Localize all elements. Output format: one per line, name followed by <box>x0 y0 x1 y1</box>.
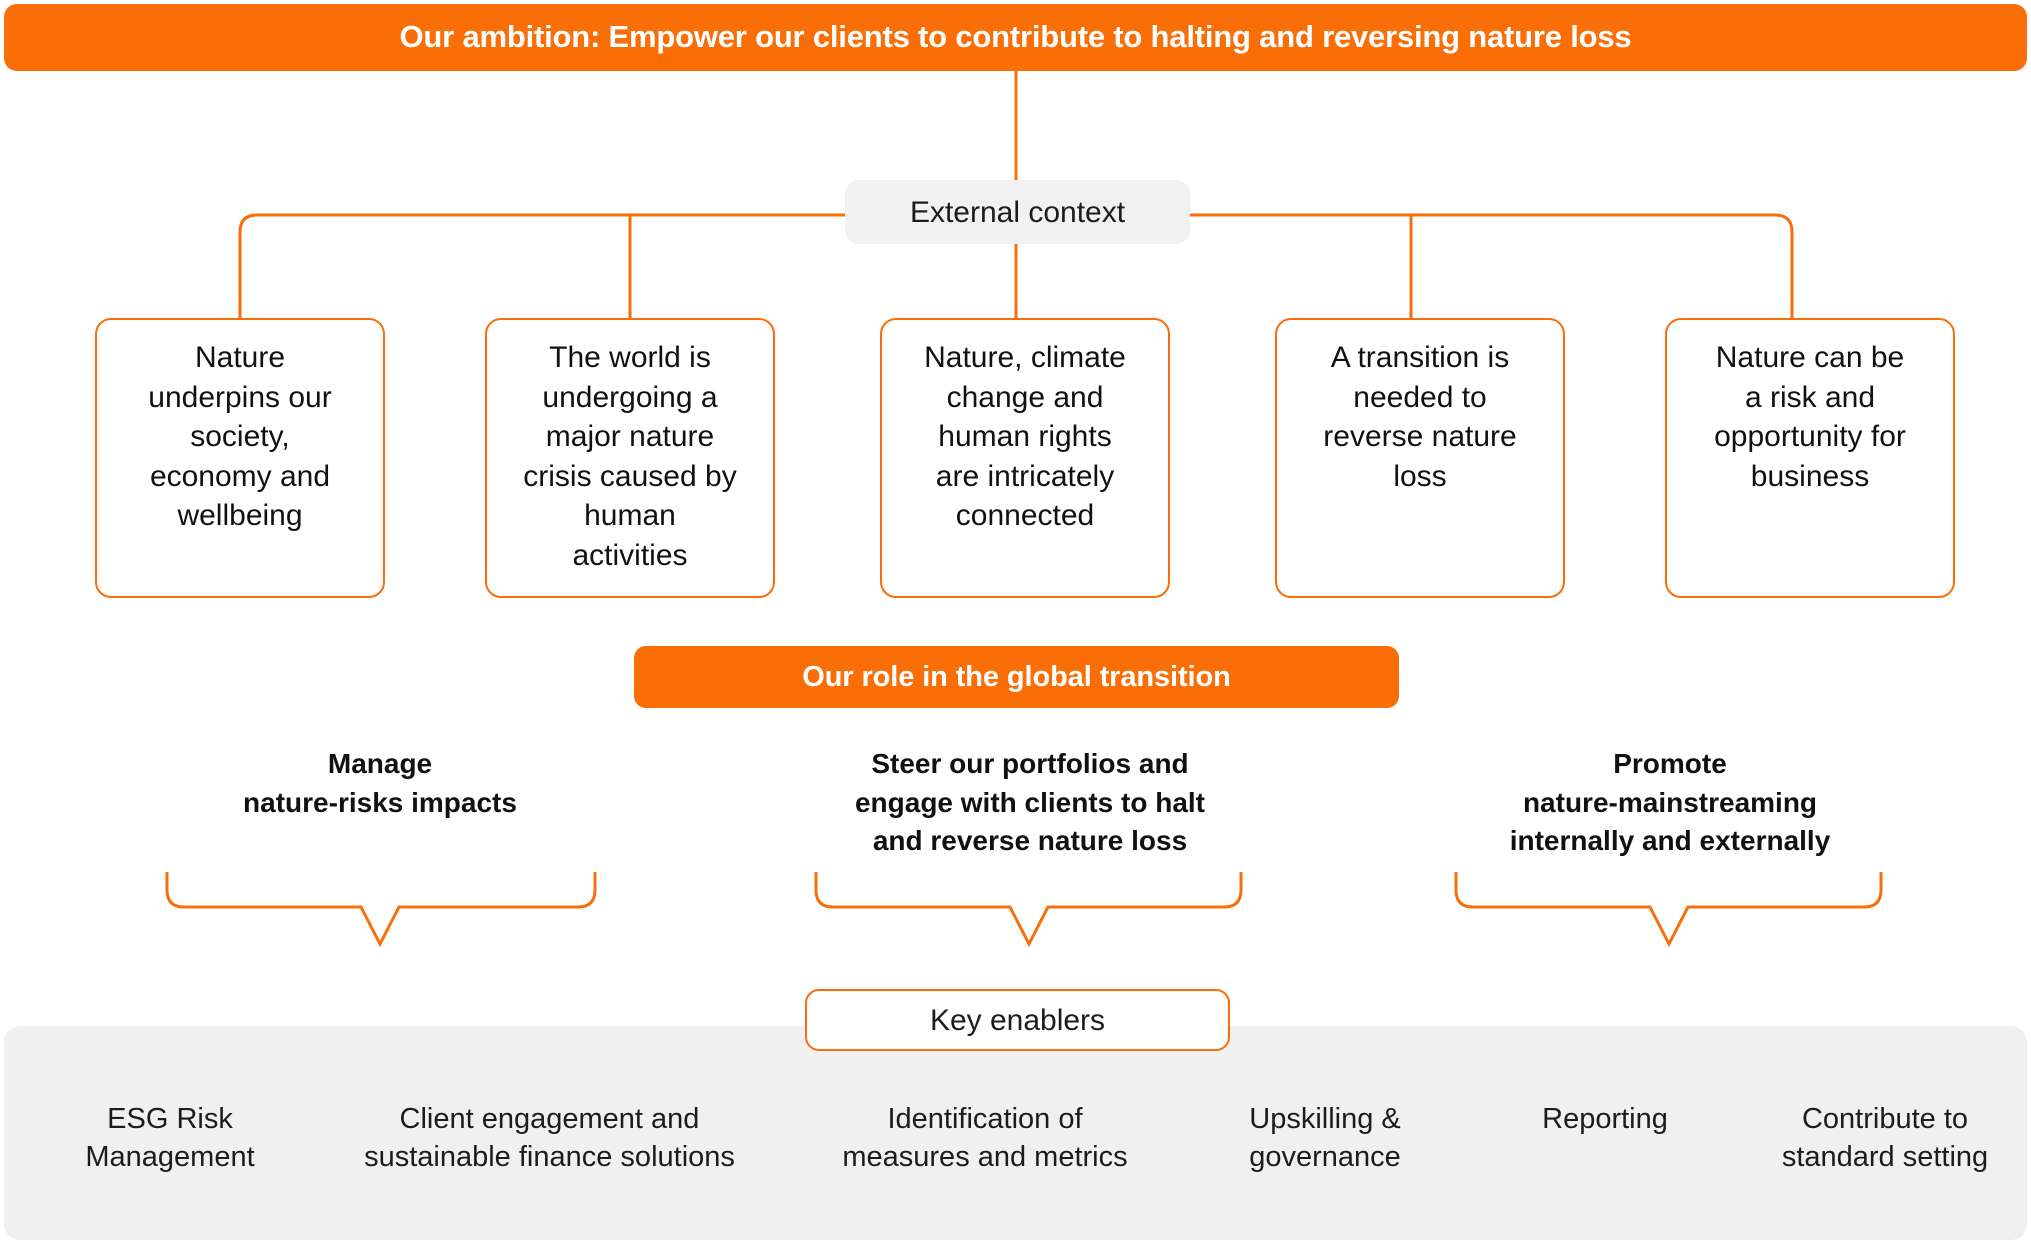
brace-pillar-2 <box>814 872 1243 948</box>
context-box-5: Nature can be a risk and opportunity for… <box>1665 318 1955 598</box>
context-box-4-label: A transition is needed to reverse nature… <box>1323 341 1517 493</box>
enabler-item-6: Contribute to standard setting <box>1781 1103 1989 1174</box>
role-pillar-1: Manage nature-risks impacts <box>243 748 517 818</box>
context-box-5-label: Nature can be a risk and opportunity for… <box>1714 341 1906 493</box>
enabler-item-5: Reporting <box>1542 1103 1668 1135</box>
ambition-banner: Our ambition: Empower our clients to con… <box>4 4 2027 71</box>
ambition-label: Our ambition: Empower our clients to con… <box>399 19 1632 55</box>
role-pillar-2: Steer our portfolios and engage with cli… <box>854 748 1206 857</box>
context-box-2-label: The world is undergoing a major nature c… <box>523 341 737 572</box>
enabler-item-1: ESG Risk Management <box>85 1103 255 1174</box>
context-box-1: Nature underpins our society, economy an… <box>95 318 385 598</box>
external-context-label: External context <box>909 195 1126 229</box>
brace-pillar-1 <box>165 872 597 948</box>
context-box-4: A transition is needed to reverse nature… <box>1275 318 1565 598</box>
context-box-1-label: Nature underpins our society, economy an… <box>148 341 332 533</box>
role-pillar-3: Promote nature-mainstreaming internally … <box>1509 748 1831 857</box>
context-box-3-label: Nature, climate change and human rights … <box>924 341 1126 533</box>
key-enablers-bar <box>4 1026 2027 1240</box>
key-enablers-label: Key enablers <box>929 1003 1106 1037</box>
enabler-item-2: Client engagement and sustainable financ… <box>364 1103 735 1174</box>
context-box-2: The world is undergoing a major nature c… <box>485 318 775 598</box>
key-enablers-pill: Key enablers <box>805 989 1230 1051</box>
external-context-pill: External context <box>845 180 1190 244</box>
brace-pillar-3 <box>1454 872 1883 948</box>
role-banner: Our role in the global transition <box>634 646 1399 708</box>
enabler-item-3: Identification of measures and metrics <box>842 1103 1128 1174</box>
context-box-3: Nature, climate change and human rights … <box>880 318 1170 598</box>
enabler-item-4: Upskilling & governance <box>1249 1103 1401 1174</box>
role-banner-label: Our role in the global transition <box>802 660 1231 693</box>
